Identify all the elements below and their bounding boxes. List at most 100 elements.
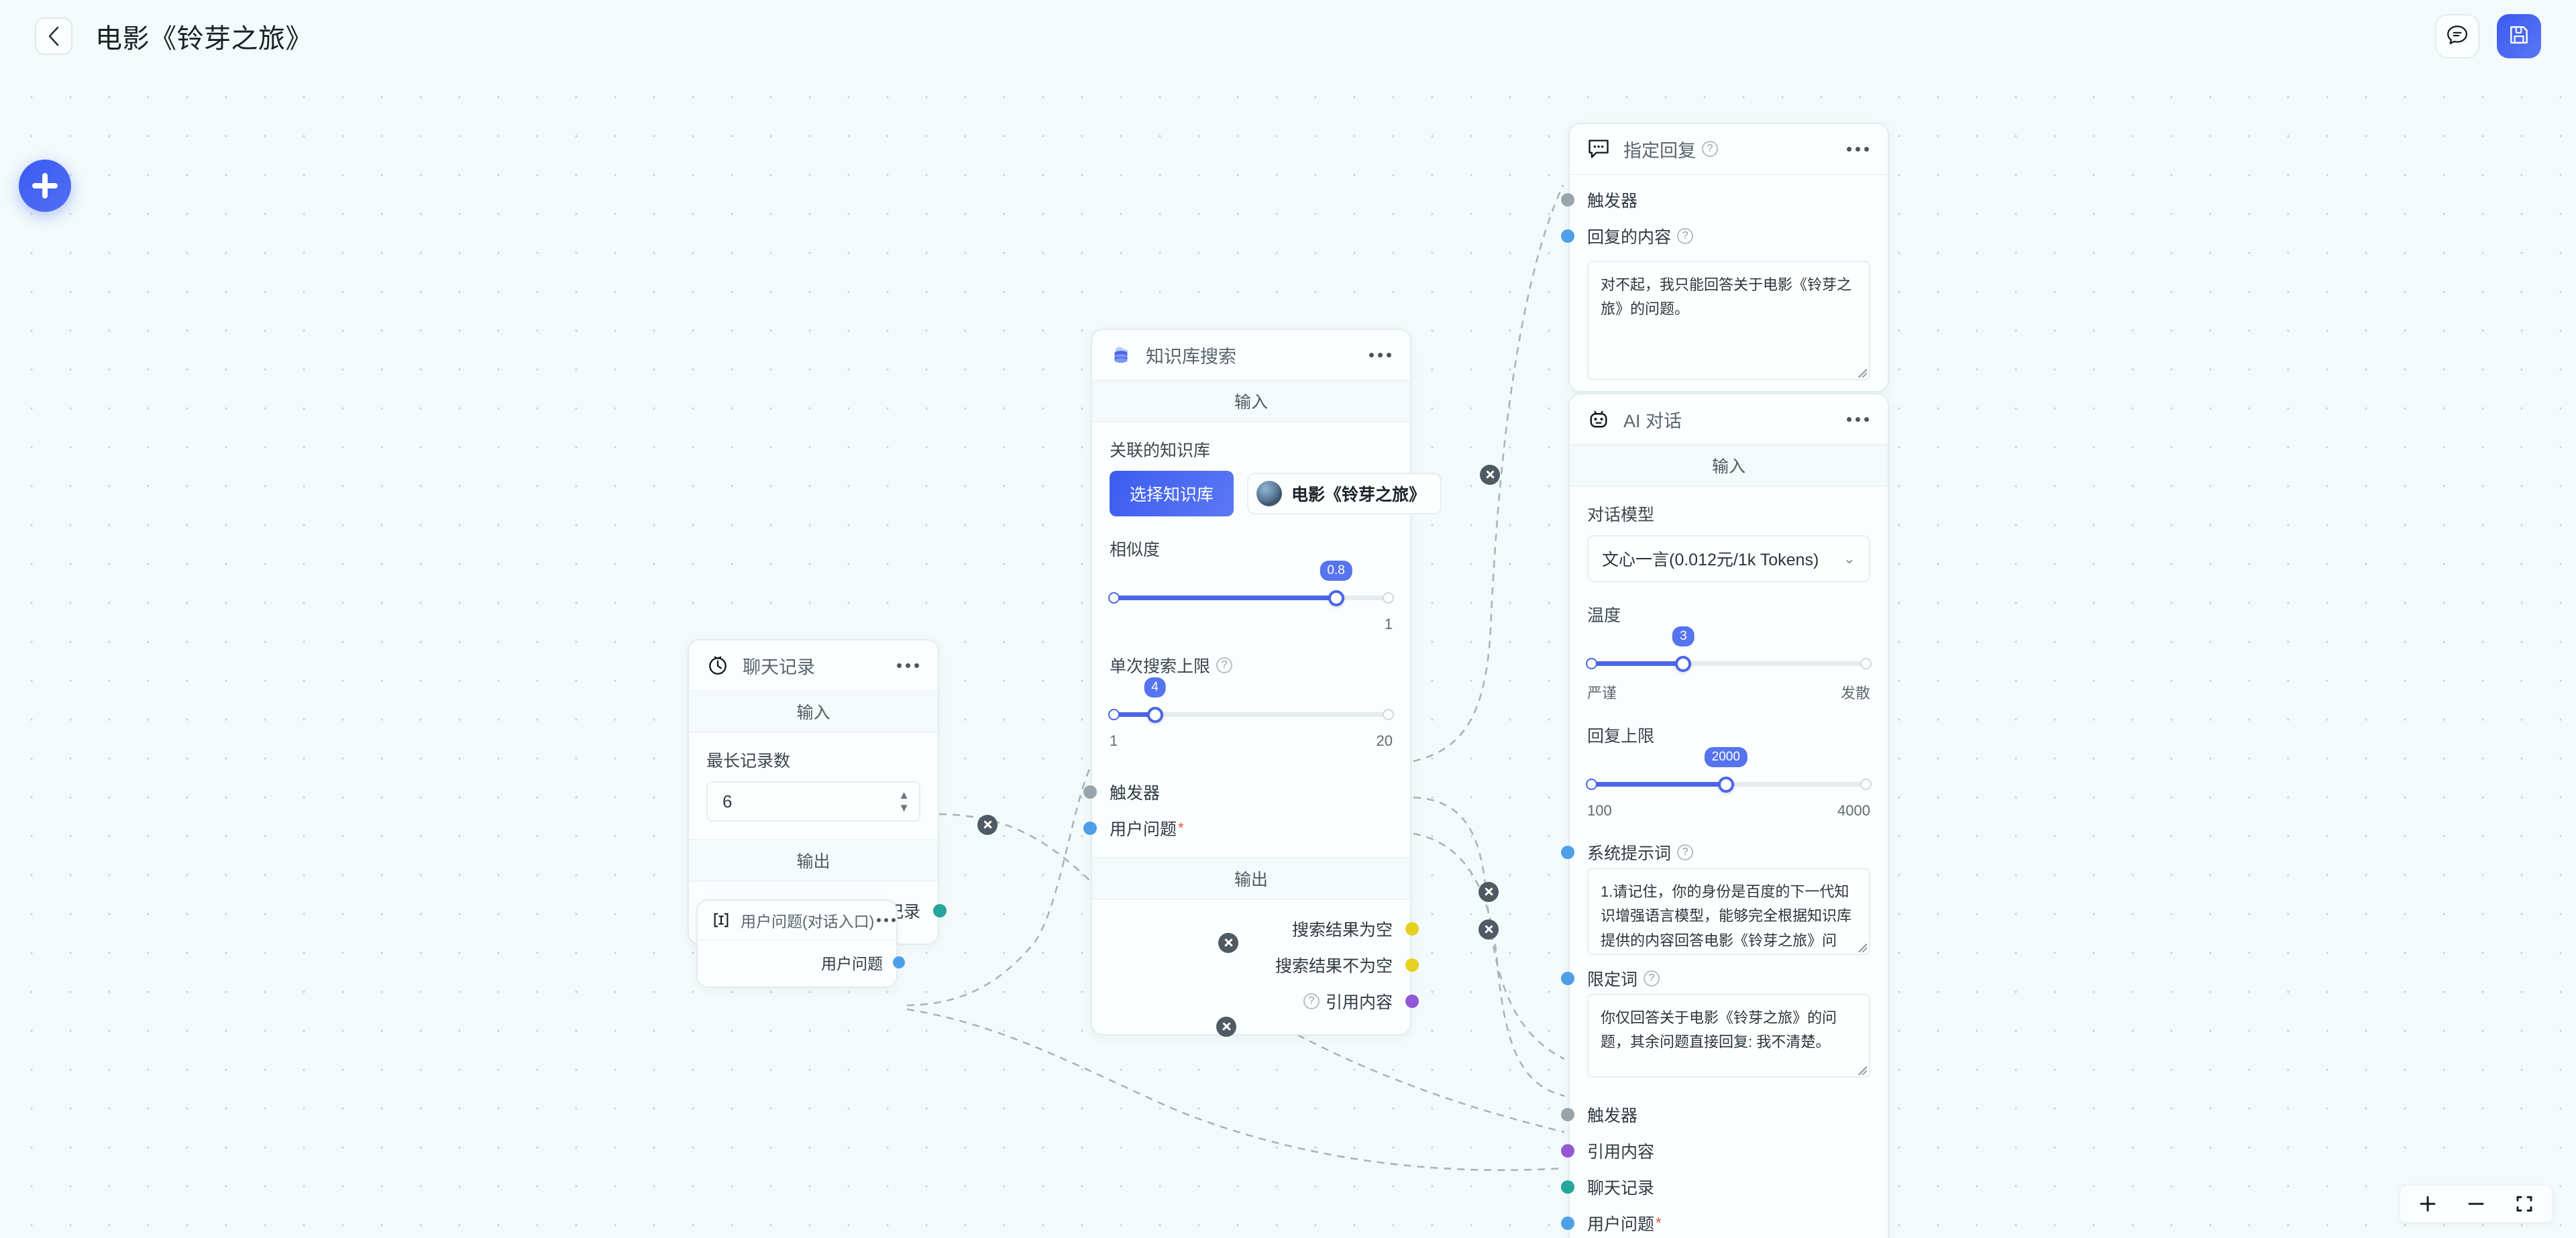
node-header[interactable]: 用户问题(对话入口) [698, 901, 896, 941]
edge-delete-button[interactable] [1216, 1017, 1236, 1037]
system-prompt-label: 系统提示词 [1587, 844, 1672, 863]
fit-view-button[interactable] [2514, 1194, 2534, 1214]
edge-delete-button[interactable] [1479, 919, 1499, 940]
zoom-in-button[interactable] [2418, 1194, 2438, 1214]
similarity-value: 0.8 [1320, 561, 1352, 581]
node-title: 指定回复 [1623, 140, 1696, 161]
port-dot[interactable] [1405, 922, 1419, 936]
max-tokens-slider[interactable]: 2000 [1586, 747, 1872, 794]
edge-kb-quote-to-ai-quote [1413, 832, 1565, 1097]
port-trigger[interactable]: 触发器 [1561, 1096, 1870, 1133]
ellipsis-icon[interactable] [874, 915, 898, 925]
port-dot[interactable] [1561, 1144, 1574, 1158]
help-icon[interactable]: ? [1677, 844, 1694, 860]
port-dot[interactable] [893, 956, 905, 968]
port-trigger[interactable]: 触发器 [1083, 774, 1393, 810]
slider-knob[interactable] [1717, 777, 1734, 793]
ellipsis-icon[interactable] [893, 659, 923, 672]
ai-prompt-fields: 系统提示词 ? 1.请记住，你的身份是百度的下一代知识增强语言模型，能够完全根据… [1561, 837, 1888, 1090]
node-header[interactable]: 指定回复 ? [1570, 124, 1888, 175]
port-dot[interactable] [1561, 229, 1574, 243]
node-title: 知识库搜索 [1146, 346, 1236, 367]
system-prompt-textarea[interactable]: 1.请记住，你的身份是百度的下一代知识增强语言模型，能够完全根据知识库提供的内容… [1587, 868, 1870, 955]
max-tokens-range: 100 4000 [1587, 802, 1870, 820]
slider-knob[interactable] [1328, 590, 1344, 606]
port-user-question[interactable]: 用户问题 * [1083, 810, 1393, 846]
port-result-empty[interactable]: 搜索结果为空 [1110, 911, 1419, 947]
ellipsis-icon[interactable] [1843, 413, 1873, 426]
port-dot[interactable] [1561, 972, 1574, 985]
slider-min-cap [1108, 592, 1120, 604]
port-dot[interactable] [1405, 958, 1419, 972]
port-label: 触发器 [1110, 784, 1161, 803]
edge-delete-button[interactable] [1480, 465, 1500, 485]
add-node-button[interactable] [19, 160, 71, 212]
similarity-slider[interactable]: 0.8 [1108, 561, 1394, 608]
limit-words-field[interactable]: 你仅回答关于电影《铃芽之旅》的问题，其余问题直接回复: 我不清楚。 [1587, 994, 1870, 1078]
ellipsis-icon[interactable] [1843, 143, 1873, 156]
port-chat-history[interactable]: 聊天记录 [1561, 1169, 1870, 1205]
search-limit-value: 4 [1144, 677, 1166, 697]
edge-delete-button[interactable] [977, 815, 998, 835]
help-icon[interactable]: ? [1677, 228, 1694, 244]
port-dot[interactable] [1561, 846, 1574, 859]
reply-content-field[interactable]: 对不起，我只能回答关于电影《铃芽之旅》的问题。 [1587, 261, 1870, 380]
port-dot[interactable] [1405, 995, 1419, 1008]
knowledge-base-thumbnail [1256, 481, 1283, 506]
caret-down-icon[interactable]: ▼ [898, 801, 910, 814]
node-header[interactable]: 聊天记录 [689, 640, 938, 691]
port-dot[interactable] [1561, 1217, 1574, 1230]
port-user-question[interactable]: 用户问题 [711, 948, 905, 977]
port-result-not-empty[interactable]: 搜索结果不为空 [1110, 947, 1419, 983]
top-bar: 电影《铃芽之旅》 [0, 0, 2576, 72]
ellipsis-icon[interactable] [1365, 349, 1395, 361]
back-button[interactable] [35, 17, 72, 55]
system-prompt-field[interactable]: 1.请记住，你的身份是百度的下一代知识增强语言模型，能够完全根据知识库提供的内容… [1587, 868, 1870, 955]
chat-button[interactable] [2435, 14, 2479, 58]
edge-delete-button[interactable] [1218, 933, 1238, 953]
edge-delete-button[interactable] [1479, 882, 1499, 902]
search-limit-slider[interactable]: 4 [1108, 677, 1394, 724]
port-dot[interactable] [1561, 1108, 1574, 1121]
port-dot[interactable] [1561, 193, 1574, 207]
port-dot[interactable] [1083, 822, 1097, 835]
help-icon[interactable]: ? [1644, 970, 1660, 987]
save-button[interactable] [2497, 14, 2541, 58]
node-header[interactable]: AI 对话 [1570, 394, 1888, 445]
max-records-value[interactable]: 6 [722, 791, 733, 811]
help-icon[interactable]: ? [1303, 993, 1320, 1009]
port-limit-words[interactable]: 限定词 ? [1561, 963, 1870, 994]
port-label: 用户问题 [821, 955, 883, 972]
node-header[interactable]: 知识库搜索 [1092, 330, 1410, 381]
port-reply-content[interactable]: 回复的内容 ? [1561, 218, 1870, 254]
model-select[interactable]: 文心一言(0.012元/1k Tokens) ⌄ [1587, 535, 1870, 582]
node-fixed-reply[interactable]: 指定回复 ? 触发器 回复的内容 ? 对不起，我只能回答关于电影《铃芽之旅》的问… [1561, 123, 1889, 392]
port-user-question[interactable]: 用户问题 * [1561, 1205, 1870, 1238]
flow-canvas[interactable]: 指定回复 ? 触发器 回复的内容 ? 对不起，我只能回答关于电影《铃芽之旅》的问… [0, 72, 2576, 1238]
port-system-prompt[interactable]: 系统提示词 ? [1561, 837, 1870, 868]
select-kb-button[interactable]: 选择知识库 [1110, 471, 1234, 516]
temperature-slider[interactable]: 3 [1586, 626, 1872, 673]
port-dot[interactable] [1083, 785, 1097, 799]
max-records-stepper[interactable]: 6 ▲ ▼ [706, 781, 920, 822]
limit-words-textarea[interactable]: 你仅回答关于电影《铃芽之旅》的问题，其余问题直接回复: 我不清楚。 [1587, 994, 1870, 1078]
node-kb-search[interactable]: 知识库搜索 输入 关联的知识库 选择知识库 电影《铃芽之旅》 相似度 [1083, 329, 1442, 1035]
help-icon[interactable]: ? [1702, 141, 1718, 157]
port-quote-content[interactable]: 引用内容 [1561, 1133, 1870, 1169]
slider-knob[interactable] [1146, 707, 1163, 723]
save-floppy-icon [2508, 23, 2530, 50]
port-dot[interactable] [1561, 1180, 1574, 1194]
slider-knob[interactable] [1675, 656, 1692, 672]
port-dot[interactable] [933, 904, 947, 918]
node-chat-history[interactable]: 聊天记录 输入 最长记录数 6 ▲ ▼ 输出 聊天记录 [688, 639, 947, 946]
kb-chip[interactable]: 电影《铃芽之旅》 [1247, 473, 1442, 514]
node-ai-chat[interactable]: AI 对话 输入 对话模型 文心一言(0.012元/1k Tokens) ⌄ 温… [1561, 393, 1889, 1238]
zoom-out-button[interactable] [2466, 1194, 2486, 1214]
port-trigger[interactable]: 触发器 [1561, 182, 1870, 218]
caret-up-icon[interactable]: ▲ [898, 789, 910, 801]
help-icon[interactable]: ? [1216, 657, 1233, 673]
node-user-question[interactable]: 用户问题(对话入口) 用户问题 [696, 899, 905, 988]
reply-content-textarea[interactable]: 对不起，我只能回答关于电影《铃芽之旅》的问题。 [1587, 261, 1870, 380]
similarity-range: 1 [1110, 616, 1393, 633]
port-quote-content[interactable]: ? 引用内容 [1110, 983, 1419, 1019]
